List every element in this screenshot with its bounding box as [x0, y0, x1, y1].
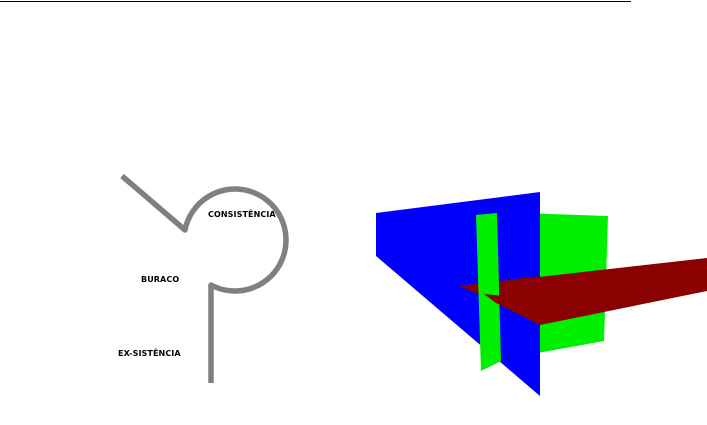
- label-consistencia: CONSISTÊNCIA: [208, 210, 276, 219]
- label-buraco: BURACO: [141, 275, 179, 284]
- intersecting-planes-diagram: [340, 150, 707, 420]
- ring-knot-diagram: CONSISTÊNCIA BURACO EX-SISTÊNCIA: [0, 0, 340, 420]
- label-exsistencia: EX-SISTÊNCIA: [118, 349, 181, 358]
- green-plane-front: [476, 213, 501, 371]
- planes-svg: [340, 150, 707, 420]
